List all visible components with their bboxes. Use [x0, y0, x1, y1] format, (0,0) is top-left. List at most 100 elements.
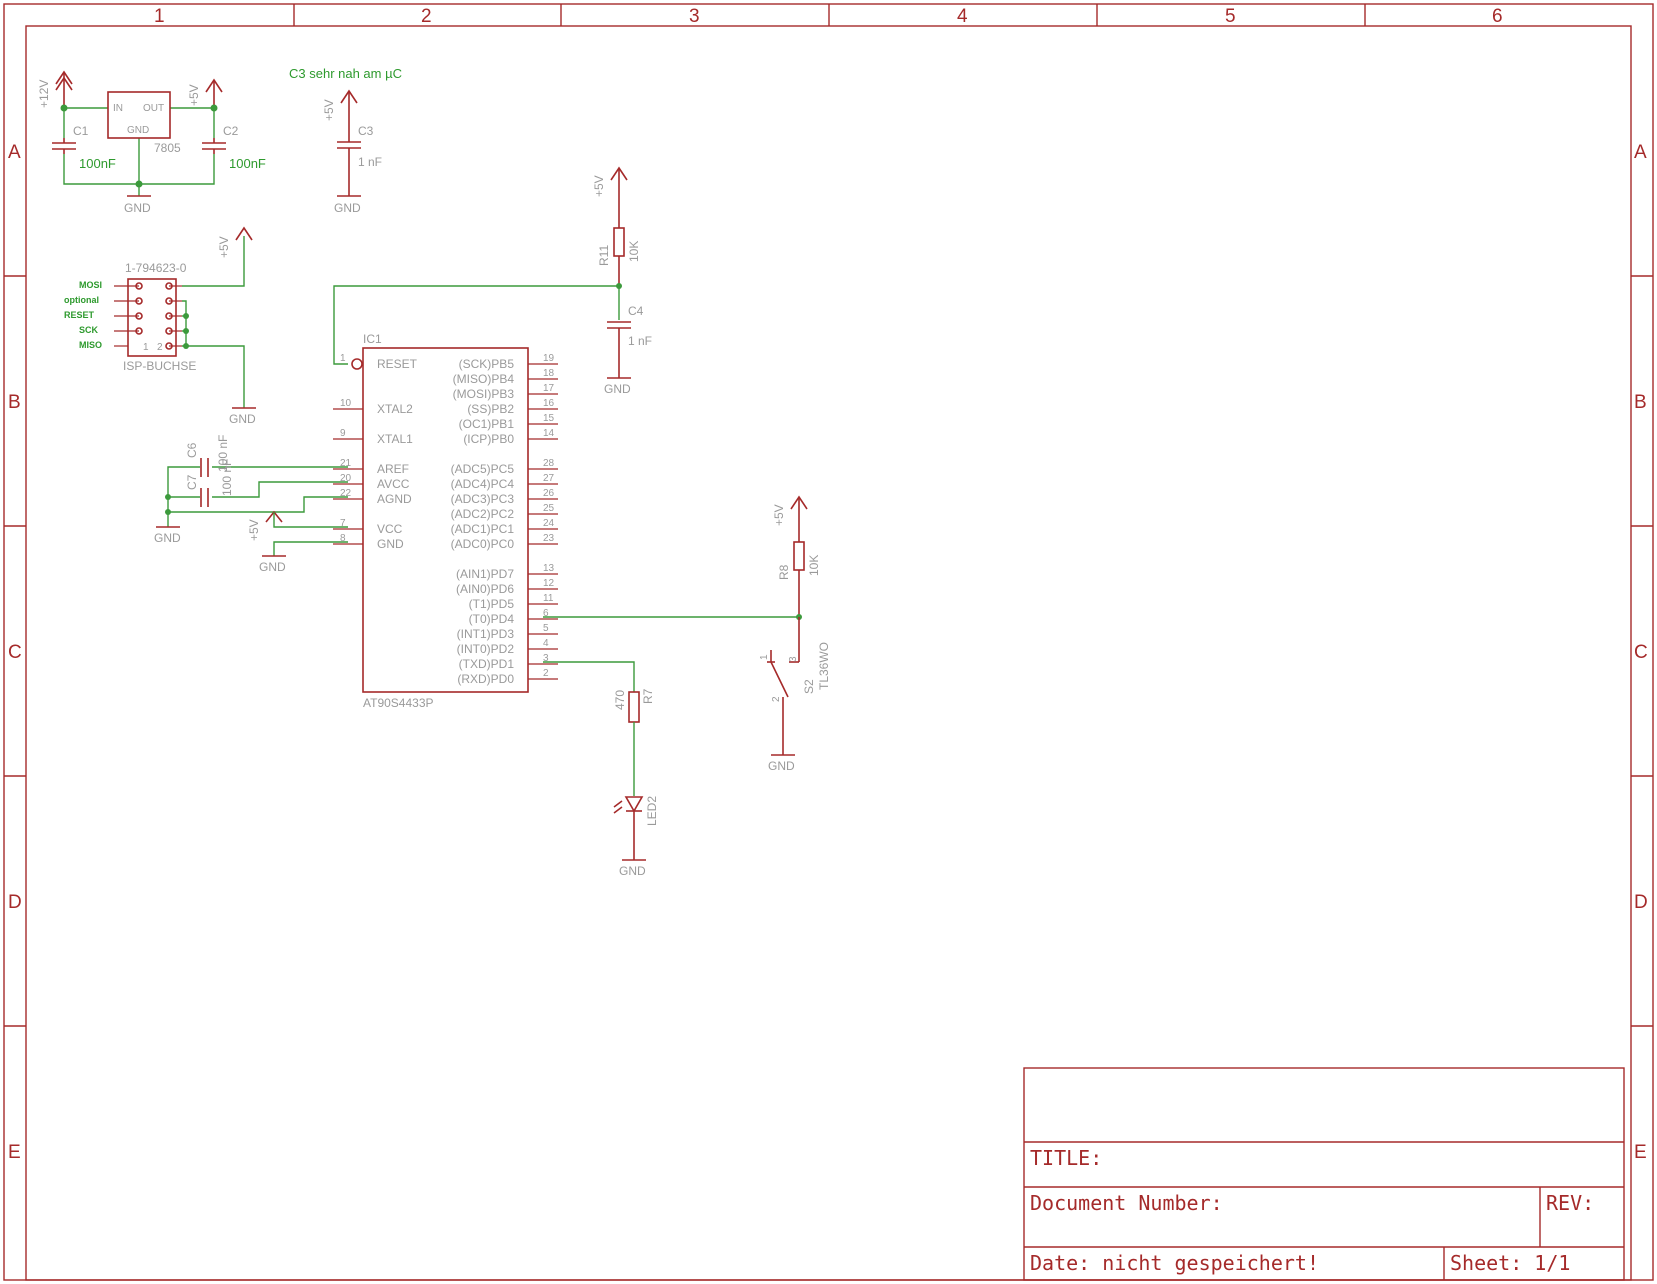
capacitor-c1-name: C1 — [73, 124, 89, 138]
ic-pin-label: (OC1)PB1 — [459, 417, 515, 431]
date-label: Date: nicht gespeichert! — [1030, 1251, 1319, 1275]
sheet-label: Sheet: 1/1 — [1450, 1251, 1570, 1275]
resistor-r11 — [613, 227, 625, 257]
resistor-r7-name: R7 — [641, 688, 655, 704]
ic-pin-label: AVCC — [377, 477, 410, 491]
capacitor-c6-value: 100 nF — [216, 435, 230, 472]
ic-pin-number: 21 — [340, 458, 352, 469]
ground-label: GND — [259, 560, 286, 574]
ic-pin-number: 6 — [543, 608, 549, 619]
ic-pin-label: AREF — [377, 462, 409, 476]
isp-part-number: 1-794623-0 — [125, 261, 187, 275]
isp-signal-mosi: MOSI — [79, 280, 102, 290]
ic-pin-label: (MOSI)PB3 — [453, 387, 515, 401]
ic-pin-number: 16 — [543, 398, 555, 409]
ic-pin-number: 17 — [543, 383, 555, 394]
ic-pin-label: (T1)PD5 — [469, 597, 515, 611]
ic-pin-label: (ADC0)PC0 — [451, 537, 515, 551]
resistor-r7-value: 470 — [613, 690, 627, 710]
ic-pin-number: 22 — [340, 488, 352, 499]
resistor-r7 — [628, 691, 640, 723]
ic-pin-label: (MISO)PB4 — [453, 372, 515, 386]
isp-signal-sck: SCK — [79, 325, 99, 335]
column-label: 6 — [1492, 6, 1503, 27]
ic-pin-number: 27 — [543, 473, 555, 484]
switch-pin1-label: 1 — [759, 654, 770, 660]
row-label: D — [1634, 892, 1648, 913]
supply-12v-label: +12V — [37, 80, 51, 108]
isp-connector-body — [127, 278, 177, 357]
resistor-r8 — [793, 541, 805, 571]
ic-pin-number: 13 — [543, 563, 555, 574]
row-label: C — [8, 642, 22, 663]
ic-pin-number: 23 — [543, 533, 555, 544]
ground-label: GND — [154, 531, 181, 545]
ground-label: GND — [604, 382, 631, 396]
resistor-r8-name: R8 — [777, 564, 791, 580]
isp-pin2-label: 2 — [157, 342, 163, 353]
title-block: TITLE: Document Number: REV: Date: nicht… — [1023, 1067, 1625, 1281]
ic-value: AT90S4433P — [363, 696, 434, 710]
ic-name: IC1 — [363, 332, 382, 346]
capacitor-c2-name: C2 — [223, 124, 239, 138]
regulator-value: 7805 — [154, 141, 181, 155]
capacitor-c1 — [52, 138, 76, 154]
ic-pin-label: (ADC5)PC5 — [451, 462, 515, 476]
ic-pin-label: (INT1)PD3 — [457, 627, 515, 641]
ic-pin-number: 4 — [543, 638, 549, 649]
ic-pin-label: (AIN0)PD6 — [456, 582, 514, 596]
ic-pin-label: (ADC3)PC3 — [451, 492, 515, 506]
row-label: B — [8, 392, 21, 413]
capacitor-c6-name: C6 — [185, 442, 199, 458]
led-name: LED2 — [645, 796, 659, 826]
ground-label: GND — [229, 412, 256, 426]
capacitor-c3-name: C3 — [358, 124, 374, 138]
switch-name: S2 — [802, 679, 816, 694]
supply-5v-symbol — [205, 78, 223, 108]
reset-network: +5V R11 10K C4 1 nF GND — [333, 166, 652, 396]
regulator-in-label: IN — [113, 103, 123, 114]
ic-pin-number: 12 — [543, 578, 555, 589]
ic-pin-number: 11 — [543, 593, 554, 604]
title-label: TITLE: — [1030, 1146, 1102, 1170]
supply-12v-symbol — [55, 70, 73, 108]
supply-5v-label: +5V — [247, 519, 261, 541]
note-text: C3 sehr nah am µC — [289, 66, 402, 81]
ic-pin-number: 7 — [340, 518, 346, 529]
capacitor-c2 — [202, 138, 226, 154]
ic-pin-label: (AIN1)PD7 — [456, 567, 514, 581]
ic-pin-number: 15 — [543, 413, 555, 424]
drawing-frame: 1 2 3 4 5 6 A B C D E A B C D E — [3, 3, 1654, 1281]
resistor-r11-value: 10K — [627, 241, 641, 262]
document-number-label: Document Number: — [1030, 1191, 1223, 1215]
regulator-out-label: OUT — [143, 103, 164, 114]
ic-pin-label: (ICP)PB0 — [463, 432, 514, 446]
capacitor-c4-value: 1 nF — [628, 334, 652, 348]
ic-pin-label: (INT0)PD2 — [457, 642, 515, 656]
capacitor-c3-value: 1 nF — [358, 155, 382, 169]
resistor-r8-value: 10K — [807, 555, 821, 576]
isp-signal-reset: RESET — [64, 310, 95, 320]
ic-pin-number: 2 — [543, 668, 549, 679]
regulator-gnd-label: GND — [127, 125, 149, 136]
ic-pin-number: 8 — [340, 533, 346, 544]
ic-pin-label: (RXD)PD0 — [457, 672, 514, 686]
isp-signal-miso: MISO — [79, 340, 102, 350]
ic-pin-label: XTAL2 — [377, 402, 413, 416]
isp-signal-optional: optional — [64, 295, 99, 305]
ic-pin-label: RESET — [377, 357, 418, 371]
isp-pin1-label: 1 — [143, 342, 149, 353]
isp-connector-name: ISP-BUCHSE — [123, 359, 196, 373]
ic-pin-label: (T0)PD4 — [469, 612, 515, 626]
ic-pin-number: 20 — [340, 473, 352, 484]
ground-label: GND — [768, 759, 795, 773]
row-label: A — [8, 142, 21, 163]
switch-value: TL36WO — [817, 642, 831, 690]
ic-pin-number: 5 — [543, 623, 549, 634]
column-label: 3 — [689, 6, 700, 27]
pushbutton-s2: +5V R8 10K 1 2 3 S2 TL36WO GND — [543, 495, 831, 773]
row-label: A — [1634, 142, 1647, 163]
ic-pin-label: AGND — [377, 492, 412, 506]
